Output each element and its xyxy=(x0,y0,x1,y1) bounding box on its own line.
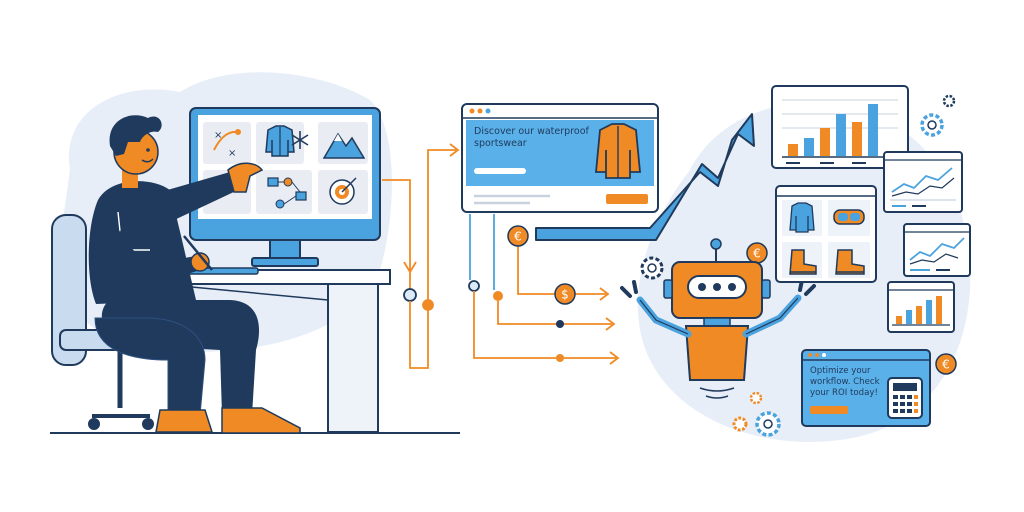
boot-icon xyxy=(835,249,865,275)
ad-headline: Discover our waterproof sportswear xyxy=(474,126,589,149)
gear-icon xyxy=(640,256,664,280)
product-catalog-window xyxy=(775,185,877,283)
mountain-icon xyxy=(318,122,368,164)
bar-chart-window xyxy=(771,85,909,169)
euro-symbol: € xyxy=(514,230,522,244)
flowchart-icon xyxy=(256,170,312,214)
chart-bar xyxy=(788,144,798,156)
workflow-connectors-left xyxy=(382,143,460,369)
desktop-monitor: × × xyxy=(189,107,381,267)
svg-text:×: × xyxy=(228,148,236,159)
snowflake-icon xyxy=(291,131,309,149)
chart-bar xyxy=(804,138,814,156)
roi-card-text: Optimize your workflow. Check your ROI t… xyxy=(810,366,880,398)
chart-bar xyxy=(868,104,878,156)
strategy-icon: × × xyxy=(203,122,251,164)
gear-icon xyxy=(942,94,956,108)
chart-bar xyxy=(820,128,830,156)
line-chart-window-secondary xyxy=(903,223,971,277)
chart-bar xyxy=(852,122,862,156)
ad-banner-window xyxy=(461,103,659,213)
workflow-connectors-right xyxy=(468,214,620,365)
euro-coin-right: € xyxy=(935,353,957,375)
chart-bar xyxy=(906,310,912,324)
roi-card-window xyxy=(801,349,931,427)
svg-text:×: × xyxy=(214,130,222,141)
chart-bar xyxy=(896,316,902,324)
gear-icon xyxy=(749,391,763,405)
calculator-icon xyxy=(887,377,923,419)
euro-symbol: € xyxy=(942,358,950,372)
stylus-pen xyxy=(183,235,213,271)
ad-cta-field xyxy=(474,168,526,174)
person-at-desk xyxy=(88,115,301,434)
euro-coin-left: € xyxy=(507,225,529,247)
dollar-symbol: $ xyxy=(561,288,569,302)
chart-bar xyxy=(916,306,922,324)
target-icon xyxy=(318,170,368,214)
chart-bar xyxy=(936,296,942,324)
goggles-icon xyxy=(833,209,865,225)
jacket-icon xyxy=(789,202,815,233)
growth-arrow xyxy=(535,113,755,241)
gear-icon xyxy=(920,113,944,137)
gear-icon xyxy=(732,416,748,432)
robot-assistant xyxy=(620,238,816,399)
dollar-coin: $ xyxy=(554,283,576,305)
small-bar-chart-window xyxy=(887,281,955,333)
chart-bar xyxy=(836,114,846,156)
chart-bar xyxy=(926,300,932,324)
gear-icon xyxy=(755,411,781,437)
euro-coin-robot: € xyxy=(746,242,768,264)
jacket-icon xyxy=(256,122,304,164)
line-chart-window xyxy=(883,151,963,213)
euro-symbol: € xyxy=(753,247,761,261)
ad-jacket-icon xyxy=(595,123,641,179)
roi-button xyxy=(810,406,848,414)
ad-button xyxy=(606,194,648,204)
boot-icon xyxy=(789,249,817,275)
